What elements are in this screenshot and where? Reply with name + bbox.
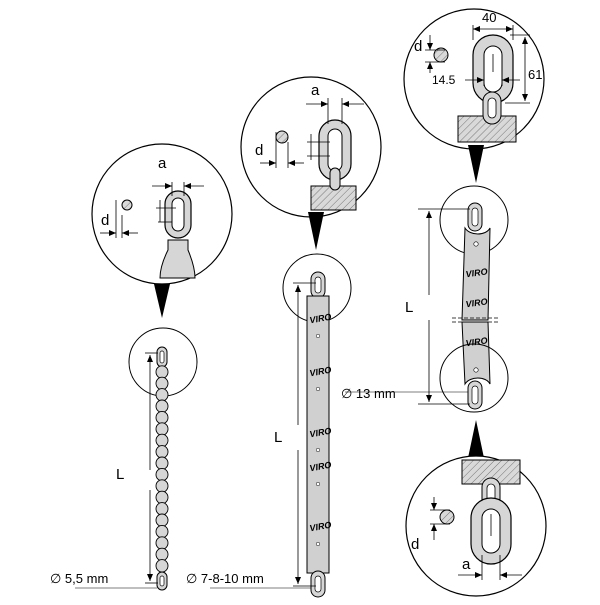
chain-3-bottom-detail-circle: d a [405,455,547,597]
wire-section-icon [121,199,133,211]
chain-2-dim-d-label: d [255,142,263,159]
chain-bead [155,433,169,448]
chain-3-brand-mark: VIRO [465,266,488,279]
chain-1-detail-circle: a d [91,143,233,285]
sleeve-rivet [315,386,321,392]
chain-3-dim-d-label-bottom: d [411,536,419,553]
chain-2-pointer [308,212,324,250]
chain-3-top-detail-circle: 40 61 14.5 d [403,8,545,150]
chain-bead [155,445,169,459]
chain-bead [155,456,169,470]
chain-bead [155,376,169,391]
chain-3-length-label: L [405,299,413,316]
sleeve-rivet [315,333,321,339]
sleeve-rivet [315,481,321,487]
chain-3-brand-mark: VIRO [465,296,488,309]
chain-2-brand-marks: VIRO VIRO VIRO VIRO VIRO [309,312,332,547]
chain-2-brand-mark: VIRO [309,312,332,326]
chain-bead [155,479,169,493]
chain-2-detail-circle: a d [240,76,382,218]
chain-2-length-label: L [274,429,282,446]
sleeve-rivet [315,447,321,453]
chain-2-brand-mark: VIRO [309,460,332,474]
chain-bead [155,547,169,562]
chain-3-width-label: 40 [482,10,496,25]
chain-1-end-link [159,239,196,279]
chain-1-pointer [154,284,170,318]
chain-2-brand-mark: VIRO [309,365,332,379]
chain-bead [155,536,169,550]
chain-2-brand-mark: VIRO [309,426,332,440]
chain-bead [155,388,169,402]
chain-1-diameter-label: ∅ 5,5 mm [50,571,108,586]
chain-2-group: a d VIRO VIRO VIRO VIRO VIRO L ∅ 7-8-10 mm [186,76,382,598]
chain-2-sleeve [306,295,330,574]
chain-bead [155,524,169,539]
chain-1-group: a d L ∅ 5,5 mm [50,143,233,591]
chain-3-sleeve-lower [461,321,491,386]
chain-3-zoom-circle-bottom [439,343,509,413]
chain-1-dim-d-label: d [101,212,109,229]
chain-1-dim-a-label: a [158,155,167,172]
wire-section-icon [275,130,289,144]
chain-bead [155,559,169,573]
chain-3-diameter-label: ∅ 13 mm [341,386,396,401]
chain-2-dim-a-label: a [311,82,320,99]
chain-3-pointer-bottom [468,420,484,458]
chain-1-beaded-body [155,365,169,573]
chain-3-dim-a-label: a [462,556,471,573]
chain-3-length-dim-label: 61 [528,67,542,82]
sleeve-rivet [315,541,321,547]
chain-bead [155,410,169,425]
chain-3-inner-width-label: 14.5 [432,73,456,87]
chain-1-length-label: L [116,466,124,483]
chain-3-group: 40 61 14.5 d [341,8,547,597]
chain-bead [155,502,169,516]
chain-bead [155,365,169,379]
chain-bead [155,422,169,436]
chain-2-diameter-label: ∅ 7-8-10 mm [186,571,264,586]
chain-3-sleeve-upper [461,226,491,321]
chain-bead [155,467,169,482]
chain-bead [155,513,169,527]
chain-bead [155,399,169,413]
chain-3-dim-d-label-top: d [414,38,422,55]
wire-section-icon [439,509,455,525]
chain-2-brand-mark: VIRO [309,520,332,534]
chain-3-pointer-top [468,145,484,183]
chain-bead [155,490,169,505]
